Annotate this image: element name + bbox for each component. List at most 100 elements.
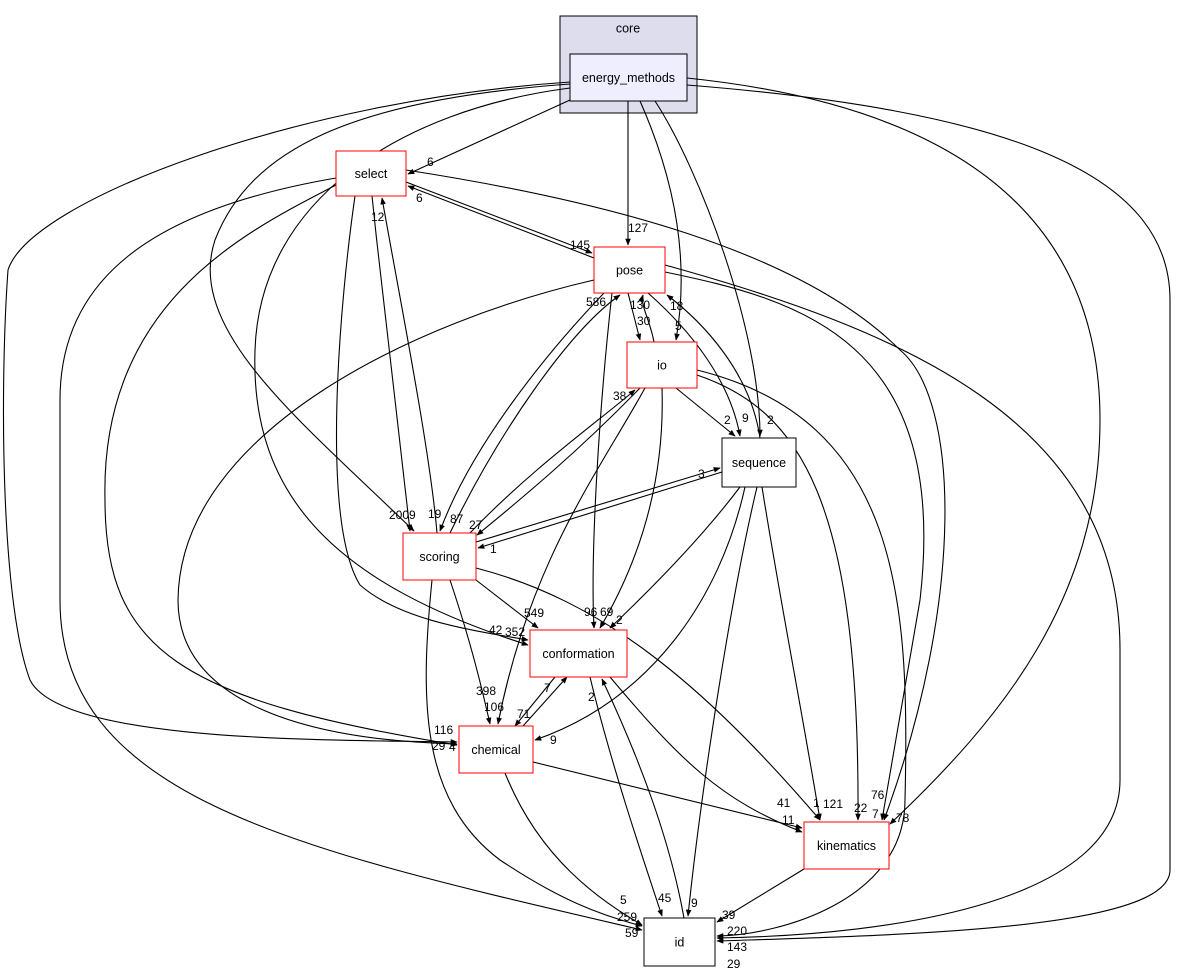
- edge-count-label-io-to-sequence[interactable]: 2: [724, 413, 731, 427]
- edge-count-label-pose-to-sequence[interactable]: 9: [742, 411, 749, 425]
- edge-energy-methods-to-id[interactable]: [686, 84, 1171, 944]
- edge-count-label-scoring-to-id[interactable]: 5: [620, 893, 627, 907]
- edge-count-label-energy-methods-to-pose[interactable]: 127: [628, 221, 648, 235]
- edge-count-label-select-to-conformation[interactable]: 42: [489, 623, 503, 637]
- edge-count-label-chemical-to-conformation[interactable]: 7: [544, 681, 551, 695]
- edge-scoring-to-conformation[interactable]: [475, 579, 539, 629]
- edge-count-label-energy-methods-to-kinematics[interactable]: 78: [896, 811, 910, 825]
- edge-count-label-scoring-to-kinematics[interactable]: 121: [823, 797, 843, 811]
- edge-count-label-sequence-to-kinematics[interactable]: 1: [813, 796, 820, 810]
- edge-count-label-energy-methods-to-scoring[interactable]: 2009: [389, 508, 416, 522]
- node-chemical[interactable]: chemical: [458, 725, 534, 774]
- edge-count-label-sequence-to-scoring[interactable]: 1: [490, 542, 497, 556]
- edge-count-label-select-to-id[interactable]: 259: [617, 910, 637, 924]
- edge-energy-methods-to-kinematics[interactable]: [686, 77, 1101, 825]
- edge-count-label-sequence-to-pose[interactable]: 5: [675, 319, 682, 333]
- edge-conformation-to-kinematics[interactable]: [609, 676, 803, 833]
- edge-sequence-to-scoring[interactable]: [477, 471, 723, 549]
- edge-count-label-io-to-conformation[interactable]: 69: [600, 605, 614, 619]
- edge-io-to-kinematics[interactable]: [696, 374, 861, 821]
- edge-io-to-pose[interactable]: [638, 294, 655, 343]
- edge-io-to-sequence[interactable]: [675, 387, 736, 437]
- edge-count-label-conformation-to-id[interactable]: 45: [658, 891, 672, 905]
- edge-select-to-scoring[interactable]: [371, 195, 413, 532]
- edge-count-label-select-to-scoring[interactable]: 12: [371, 210, 385, 224]
- edge-count-label-io-to-id[interactable]: 29: [727, 957, 741, 971]
- node-conformation[interactable]: conformation: [529, 629, 628, 678]
- edge-energy-methods-to-conformation[interactable]: [254, 87, 571, 646]
- edge-energy-methods-to-chemical[interactable]: [2, 81, 571, 745]
- edge-pose-to-scoring[interactable]: [439, 292, 605, 532]
- edge-io-to-conformation[interactable]: [599, 387, 663, 629]
- edge-energy-methods-to-scoring[interactable]: [209, 83, 571, 532]
- edge-count-label-io-to-kinematics[interactable]: 76: [871, 788, 885, 802]
- edge-count-label-kinematics-to-id[interactable]: 39: [722, 908, 736, 922]
- edge-count-label-scoring-to-chemical[interactable]: 398: [476, 684, 496, 698]
- edge-energy-methods-to-io[interactable]: [639, 100, 682, 341]
- edge-scoring-to-select[interactable]: [380, 197, 438, 534]
- edge-count-label-pose-to-conformation[interactable]: 96: [584, 605, 598, 619]
- edge-count-label-io-to-pose[interactable]: 130: [630, 298, 650, 312]
- edge-count-label-select-to-chemical[interactable]: 29: [432, 739, 446, 753]
- edge-count-label-pose-to-scoring[interactable]: 87: [450, 512, 464, 526]
- edge-pose-to-select[interactable]: [407, 185, 595, 259]
- edge-count-label-id-to-conformation[interactable]: 2: [588, 690, 595, 704]
- edge-id-to-conformation[interactable]: [601, 678, 685, 919]
- edge-pose-to-conformation[interactable]: [590, 292, 613, 629]
- edge-count-label-scoring-to-conformation[interactable]: 549: [524, 606, 544, 620]
- edge-count-label-sequence-to-conformation[interactable]: 2: [616, 613, 623, 627]
- edge-pose-to-io[interactable]: [627, 292, 642, 341]
- edge-count-label-select-to-pose[interactable]: 145: [570, 238, 590, 252]
- node-pose[interactable]: pose: [593, 246, 666, 294]
- node-energy-methods[interactable]: energy_methods: [569, 53, 688, 102]
- node-select[interactable]: select: [335, 150, 407, 197]
- edge-count-label-sequence-to-id[interactable]: 9: [691, 896, 698, 910]
- edge-count-label-pose-to-select[interactable]: 6: [416, 191, 423, 205]
- edge-scoring-to-kinematics[interactable]: [475, 567, 821, 821]
- edge-count-label-conformation-to-kinematics[interactable]: 11: [782, 813, 795, 827]
- edge-count-label-pose-to-id[interactable]: 220: [727, 924, 747, 938]
- edge-io-to-chemical[interactable]: [496, 387, 646, 725]
- edge-pose-to-id[interactable]: [664, 264, 1121, 941]
- edge-pose-to-kinematics[interactable]: [664, 271, 925, 821]
- edge-count-label-energy-methods-to-io[interactable]: 18: [670, 299, 684, 313]
- edge-count-label-sequence-to-chemical[interactable]: 9: [550, 733, 557, 747]
- edge-count-label-energy-methods-to-conformation[interactable]: 352: [505, 625, 525, 639]
- edge-scoring-to-pose[interactable]: [449, 294, 621, 534]
- edge-count-label-energy-methods-to-chemical[interactable]: 116: [434, 723, 453, 737]
- edge-chemical-to-id[interactable]: [504, 772, 643, 926]
- edge-select-to-kinematics[interactable]: [405, 169, 946, 821]
- edge-chemical-to-kinematics[interactable]: [532, 761, 803, 830]
- edge-sequence-to-chemical[interactable]: [534, 486, 746, 741]
- edge-energy-methods-to-sequence[interactable]: [654, 100, 763, 437]
- edge-count-label-scoring-to-select[interactable]: 19: [428, 507, 442, 521]
- edge-select-to-id[interactable]: [59, 177, 643, 932]
- edge-count-label-io-to-chemical[interactable]: 106: [484, 700, 504, 714]
- edge-kinematics-to-id[interactable]: [716, 868, 805, 923]
- edge-count-label-pose-to-io[interactable]: 30: [637, 314, 651, 328]
- edge-count-label-scoring-to-io[interactable]: 38: [613, 389, 627, 403]
- edge-scoring-to-chemical[interactable]: [449, 579, 492, 725]
- edge-count-label-conformation-to-chemical[interactable]: 71: [517, 707, 531, 721]
- edge-io-to-id[interactable]: [696, 369, 907, 939]
- edge-sequence-to-id[interactable]: [685, 486, 758, 917]
- node-io[interactable]: io: [626, 341, 698, 389]
- edge-count-label-select-to-kinematics[interactable]: 7: [872, 807, 879, 821]
- edge-scoring-to-sequence[interactable]: [475, 467, 721, 543]
- edge-count-label-energy-methods-to-select[interactable]: 6: [427, 155, 434, 169]
- edge-count-label-energy-methods-to-id[interactable]: 143: [727, 940, 747, 954]
- edge-count-label-energy-methods-to-sequence[interactable]: 2: [767, 413, 774, 427]
- edge-select-to-conformation[interactable]: [335, 195, 529, 642]
- node-sequence[interactable]: sequence: [721, 437, 797, 488]
- edge-count-label-scoring-to-sequence[interactable]: 3: [698, 467, 705, 481]
- edge-select-to-pose[interactable]: [405, 181, 593, 254]
- edge-count-label-scoring-to-pose[interactable]: 586: [586, 295, 606, 309]
- edge-conformation-to-id[interactable]: [589, 676, 663, 917]
- node-scoring[interactable]: scoring: [402, 532, 477, 581]
- edge-scoring-to-io[interactable]: [469, 389, 636, 534]
- edge-pose-to-chemical[interactable]: [177, 279, 595, 747]
- edge-sequence-to-pose[interactable]: [666, 294, 761, 439]
- edge-scoring-to-id[interactable]: [425, 579, 643, 928]
- edge-energy-methods-to-select[interactable]: [407, 99, 571, 175]
- edge-io-to-scoring[interactable]: [476, 387, 641, 536]
